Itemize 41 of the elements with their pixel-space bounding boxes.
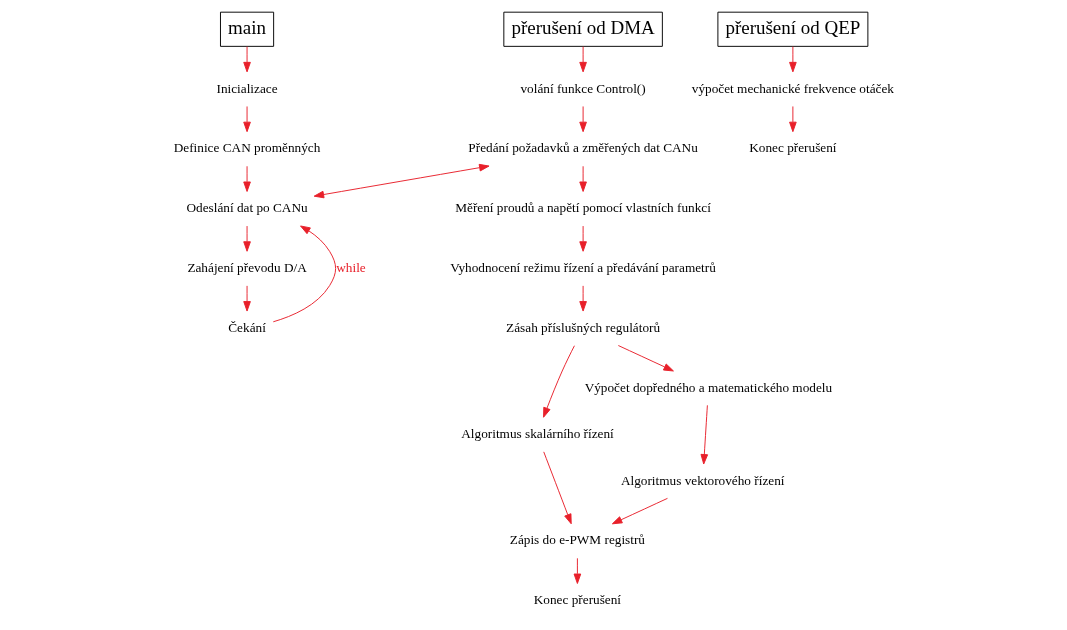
node-text: výpočet mechanické frekvence otáček bbox=[691, 80, 894, 96]
node-text: Výpočet dopředného a matematického modelu bbox=[584, 379, 833, 395]
node-text: Zápis do e-PWM registrů bbox=[509, 532, 646, 548]
arrow bbox=[789, 46, 797, 73]
arrow bbox=[243, 165, 251, 192]
arrow bbox=[272, 225, 337, 323]
node-text: Inicializace bbox=[216, 80, 278, 96]
node-text: Konec přerušení bbox=[749, 140, 837, 156]
node-text: Algoritmus vektorového řízení bbox=[620, 472, 785, 488]
node-text: volání funkce Control() bbox=[520, 80, 646, 96]
arrow bbox=[243, 46, 251, 73]
arrow bbox=[789, 106, 797, 133]
node-text: Definice CAN proměnných bbox=[173, 140, 321, 156]
node-text: Měření proudů a napětí pomocí vlastních funkcí bbox=[455, 200, 711, 216]
node-text: Odeslání dat po CANu bbox=[186, 200, 308, 216]
node-text: Předání požadavků a změřených dat CANu bbox=[468, 140, 698, 156]
node-box: přerušení od QEP bbox=[717, 11, 869, 47]
node-text: Zásah příslušných regulátorů bbox=[506, 319, 661, 335]
edge-label: while bbox=[336, 260, 366, 275]
node-text: Zahájení převodu D/A bbox=[187, 260, 307, 275]
arrow bbox=[611, 497, 668, 525]
arrow bbox=[579, 225, 587, 252]
node-text: Čekání bbox=[228, 319, 266, 335]
arrow bbox=[579, 46, 587, 73]
arrow bbox=[579, 285, 587, 312]
arrow bbox=[243, 225, 251, 252]
arrow bbox=[573, 557, 582, 584]
arrow bbox=[617, 345, 674, 372]
arrow bbox=[579, 165, 587, 192]
arrow bbox=[243, 285, 251, 312]
node-text: Konec přerušení bbox=[533, 592, 622, 608]
arrow bbox=[543, 345, 575, 418]
arrow bbox=[700, 404, 709, 465]
arrow bbox=[579, 106, 587, 133]
node-box: main bbox=[220, 11, 275, 47]
node-text: Vyhodnocení režimu řízení a předávání parametrů bbox=[450, 260, 716, 275]
node-box: přerušení od DMA bbox=[503, 11, 663, 47]
node-text: Algoritmus skalárního řízení bbox=[461, 426, 614, 442]
arrow bbox=[543, 451, 572, 525]
arrow bbox=[313, 163, 490, 199]
arrow bbox=[243, 106, 251, 133]
